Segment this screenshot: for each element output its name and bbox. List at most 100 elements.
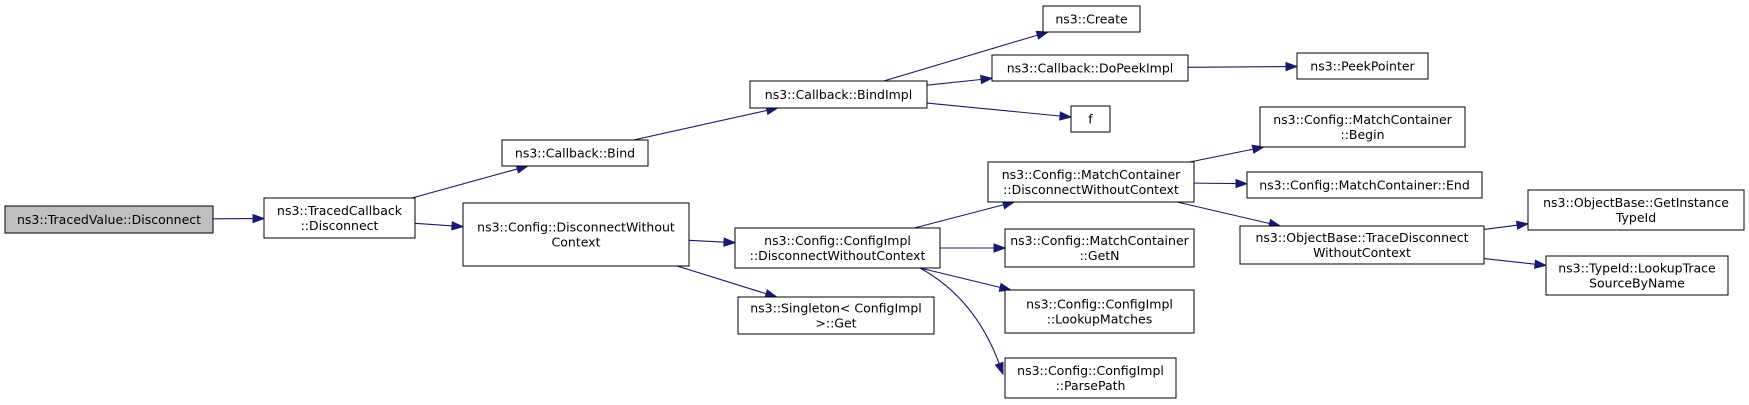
node-label: ::Begin (1340, 127, 1384, 142)
node-cbbind[interactable]: ns3::Callback::Bind (501, 139, 649, 167)
edge-line (414, 222, 454, 227)
node-label: ns3::ObjectBase::TraceDisconnect (1256, 230, 1469, 245)
node-label: WithoutContext (1313, 245, 1411, 260)
node-tcb[interactable]: ns3::TracedCallback::Disconnect (263, 197, 416, 239)
node-dopeek[interactable]: ns3::Callback::DoPeekImpl (991, 54, 1189, 82)
node-create[interactable]: ns3::Create (1042, 5, 1141, 33)
node-box (1004, 228, 1195, 268)
edge-line (1483, 257, 1537, 265)
arrowhead-icon (994, 361, 1004, 376)
node-label: ns3::Create (1055, 12, 1128, 27)
node-label: ns3::Config::MatchContainer::End (1259, 178, 1470, 193)
node-box (734, 227, 941, 269)
node-box (1296, 52, 1429, 80)
edge-line (688, 239, 726, 243)
node-peek[interactable]: ns3::PeekPointer (1296, 52, 1429, 80)
node-label: ns3::Config::ConfigImpl (1017, 363, 1164, 378)
node-label: ns3::ObjectBase::GetInstance (1543, 195, 1729, 210)
node-parse[interactable]: ns3::Config::ConfigImpl::ParsePath (1004, 357, 1177, 399)
node-label: ns3::Callback::BindImpl (765, 87, 912, 102)
edge-bindimpl-to-f (926, 102, 1073, 121)
node-box (1239, 225, 1485, 265)
node-label: ns3::Callback::DoPeekImpl (1007, 61, 1174, 76)
nodes-layer: ns3::TracedValue::Disconnectns3::TracedC… (4, 5, 1745, 399)
arrowhead-icon (764, 289, 779, 299)
edge-tcb-to-cbbind (411, 164, 530, 199)
node-mcdisc[interactable]: ns3::Config::MatchContainer::DisconnectW… (987, 161, 1195, 203)
node-box (1527, 189, 1745, 231)
node-mcend[interactable]: ns3::Config::MatchContainer::End (1246, 171, 1483, 199)
node-label: ns3::Config::ConfigImpl (764, 233, 911, 248)
edge-line (411, 168, 519, 199)
node-label: ns3::TracedCallback (277, 203, 403, 218)
node-box (987, 161, 1195, 203)
node-label: ns3::Config::ConfigImpl (1026, 297, 1173, 312)
edge-line (926, 78, 983, 86)
edge-line (1483, 224, 1519, 230)
edge-bindimpl-to-dopeek (926, 74, 994, 86)
edge-tcb-to-cfgdisc (414, 221, 465, 231)
arrowhead-icon (1515, 220, 1530, 230)
node-label: ::ParsePath (1056, 378, 1126, 393)
arrowhead-icon (1534, 259, 1548, 269)
edge-line (914, 203, 1005, 229)
node-label: Context (552, 235, 601, 250)
node-label: ::GetN (1079, 248, 1119, 263)
edge-line (926, 102, 1062, 117)
node-label: ::DisconnectWithoutContext (1003, 182, 1179, 197)
arrowhead-icon (1035, 30, 1050, 40)
arrowhead-icon (1235, 178, 1249, 189)
edge-cfgimpl-to-mcgetn (940, 243, 1007, 253)
node-mcgetn[interactable]: ns3::Config::MatchContainer::GetN (1004, 228, 1195, 268)
arrowhead-icon (723, 237, 737, 247)
edge-line (1189, 148, 1255, 163)
node-cfgdisc[interactable]: ns3::Config::DisconnectWithoutContext (462, 202, 690, 267)
arrowhead-icon (252, 213, 266, 224)
node-obtrace[interactable]: ns3::ObjectBase::TraceDisconnectWithoutC… (1239, 225, 1485, 265)
node-cfgimpl[interactable]: ns3::Config::ConfigImpl::DisconnectWitho… (734, 227, 941, 269)
node-label: ns3::TypeId::LookupTrace (1558, 261, 1716, 276)
node-box (1259, 106, 1466, 148)
arrowhead-icon (980, 74, 994, 85)
arrowhead-icon (993, 243, 1007, 253)
node-label: ::LookupMatches (1047, 312, 1153, 327)
edge-line (676, 265, 768, 295)
node-label: ns3::Singleton< ConfigImpl (750, 301, 922, 316)
node-box (1042, 5, 1141, 33)
node-box (1004, 289, 1195, 334)
edge-line (919, 267, 1002, 289)
node-box (1246, 171, 1483, 199)
arrowhead-icon (1059, 111, 1073, 121)
node-label: ns3::PeekPointer (1310, 59, 1415, 74)
node-box (501, 139, 649, 167)
node-label: ns3::Config::MatchContainer (1002, 167, 1181, 182)
edge-cfgdisc-to-cfgimpl (688, 237, 737, 247)
node-mcbegin[interactable]: ns3::Config::MatchContainer::Begin (1259, 106, 1466, 148)
node-box (991, 54, 1189, 82)
node-bindimpl[interactable]: ns3::Callback::BindImpl (749, 80, 928, 109)
node-box (749, 80, 928, 109)
node-label: ns3::Callback::Bind (515, 146, 635, 161)
edge-root-to-tcb (212, 213, 266, 224)
arrowhead-icon (1285, 61, 1299, 72)
edge-dopeek-to-peek (1187, 61, 1299, 72)
arrowhead-icon (451, 221, 465, 231)
node-box (263, 197, 416, 239)
edge-cbbind-to-bindimpl (633, 105, 780, 141)
node-lookup[interactable]: ns3::Config::ConfigImpl::LookupMatches (1004, 289, 1195, 334)
edge-mcdisc-to-mcend (1193, 178, 1249, 189)
edge-line (1187, 66, 1288, 68)
node-f[interactable]: f (1070, 105, 1111, 133)
edge-bindimpl-to-create (883, 30, 1050, 82)
edge-obtrace-to-obinst (1483, 220, 1530, 230)
node-box (1545, 255, 1729, 296)
edge-mcdisc-to-mcbegin (1189, 144, 1266, 163)
node-label: ::DisconnectWithoutContext (750, 248, 926, 263)
node-label: ns3::Config::MatchContainer (1010, 233, 1189, 248)
node-label: SourceByName (1589, 276, 1685, 291)
node-singleton[interactable]: ns3::Singleton< ConfigImpl>::Get (737, 296, 935, 335)
edge-cfgdisc-to-singleton (676, 265, 779, 299)
